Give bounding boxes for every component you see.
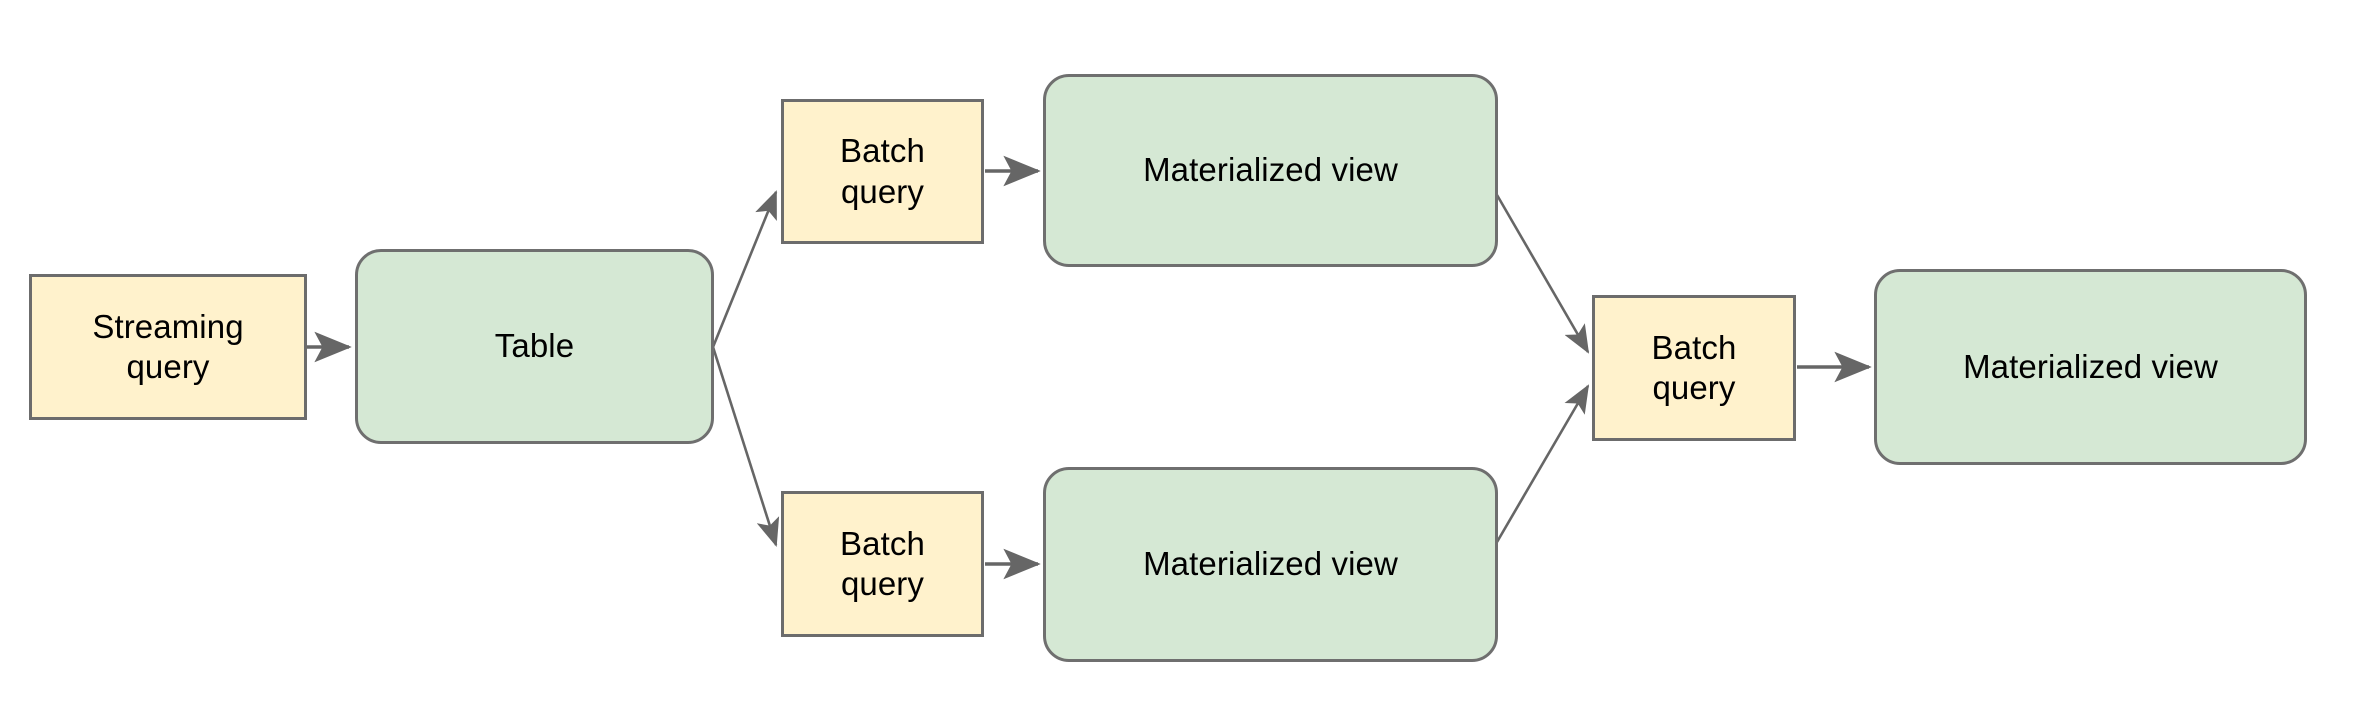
node-streaming-query-label: Streaming query [92, 307, 244, 385]
edge-table-to-batch-query-bottom [711, 346, 780, 547]
node-streaming-query[interactable]: Streaming query [29, 274, 307, 420]
edge-table-to-batch-query-top [711, 190, 778, 348]
node-batch-query-bottom[interactable]: Batch query [781, 491, 984, 637]
node-materialized-view-final-label: Materialized view [1963, 347, 2218, 385]
node-table-label: Table [494, 327, 575, 365]
node-materialized-view-bottom-label: Materialized view [1143, 545, 1398, 583]
node-batch-query-join-label: Batch query [1651, 328, 1737, 406]
node-batch-query-top[interactable]: Batch query [781, 99, 984, 244]
node-materialized-view-bottom[interactable]: Materialized view [1043, 467, 1498, 662]
node-batch-query-join[interactable]: Batch query [1592, 295, 1796, 441]
node-materialized-view-final[interactable]: Materialized view [1874, 269, 2307, 465]
node-batch-query-top-label: Batch query [840, 132, 925, 210]
node-table[interactable]: Table [355, 249, 714, 444]
node-materialized-view-top[interactable]: Materialized view [1043, 74, 1498, 267]
edge-materialized-view-bottom-to-batch-query-join [1495, 384, 1590, 543]
edge-materialized-view-top-to-batch-query-join [1495, 194, 1590, 354]
node-batch-query-bottom-label: Batch query [840, 524, 925, 602]
node-materialized-view-top-label: Materialized view [1143, 151, 1398, 189]
